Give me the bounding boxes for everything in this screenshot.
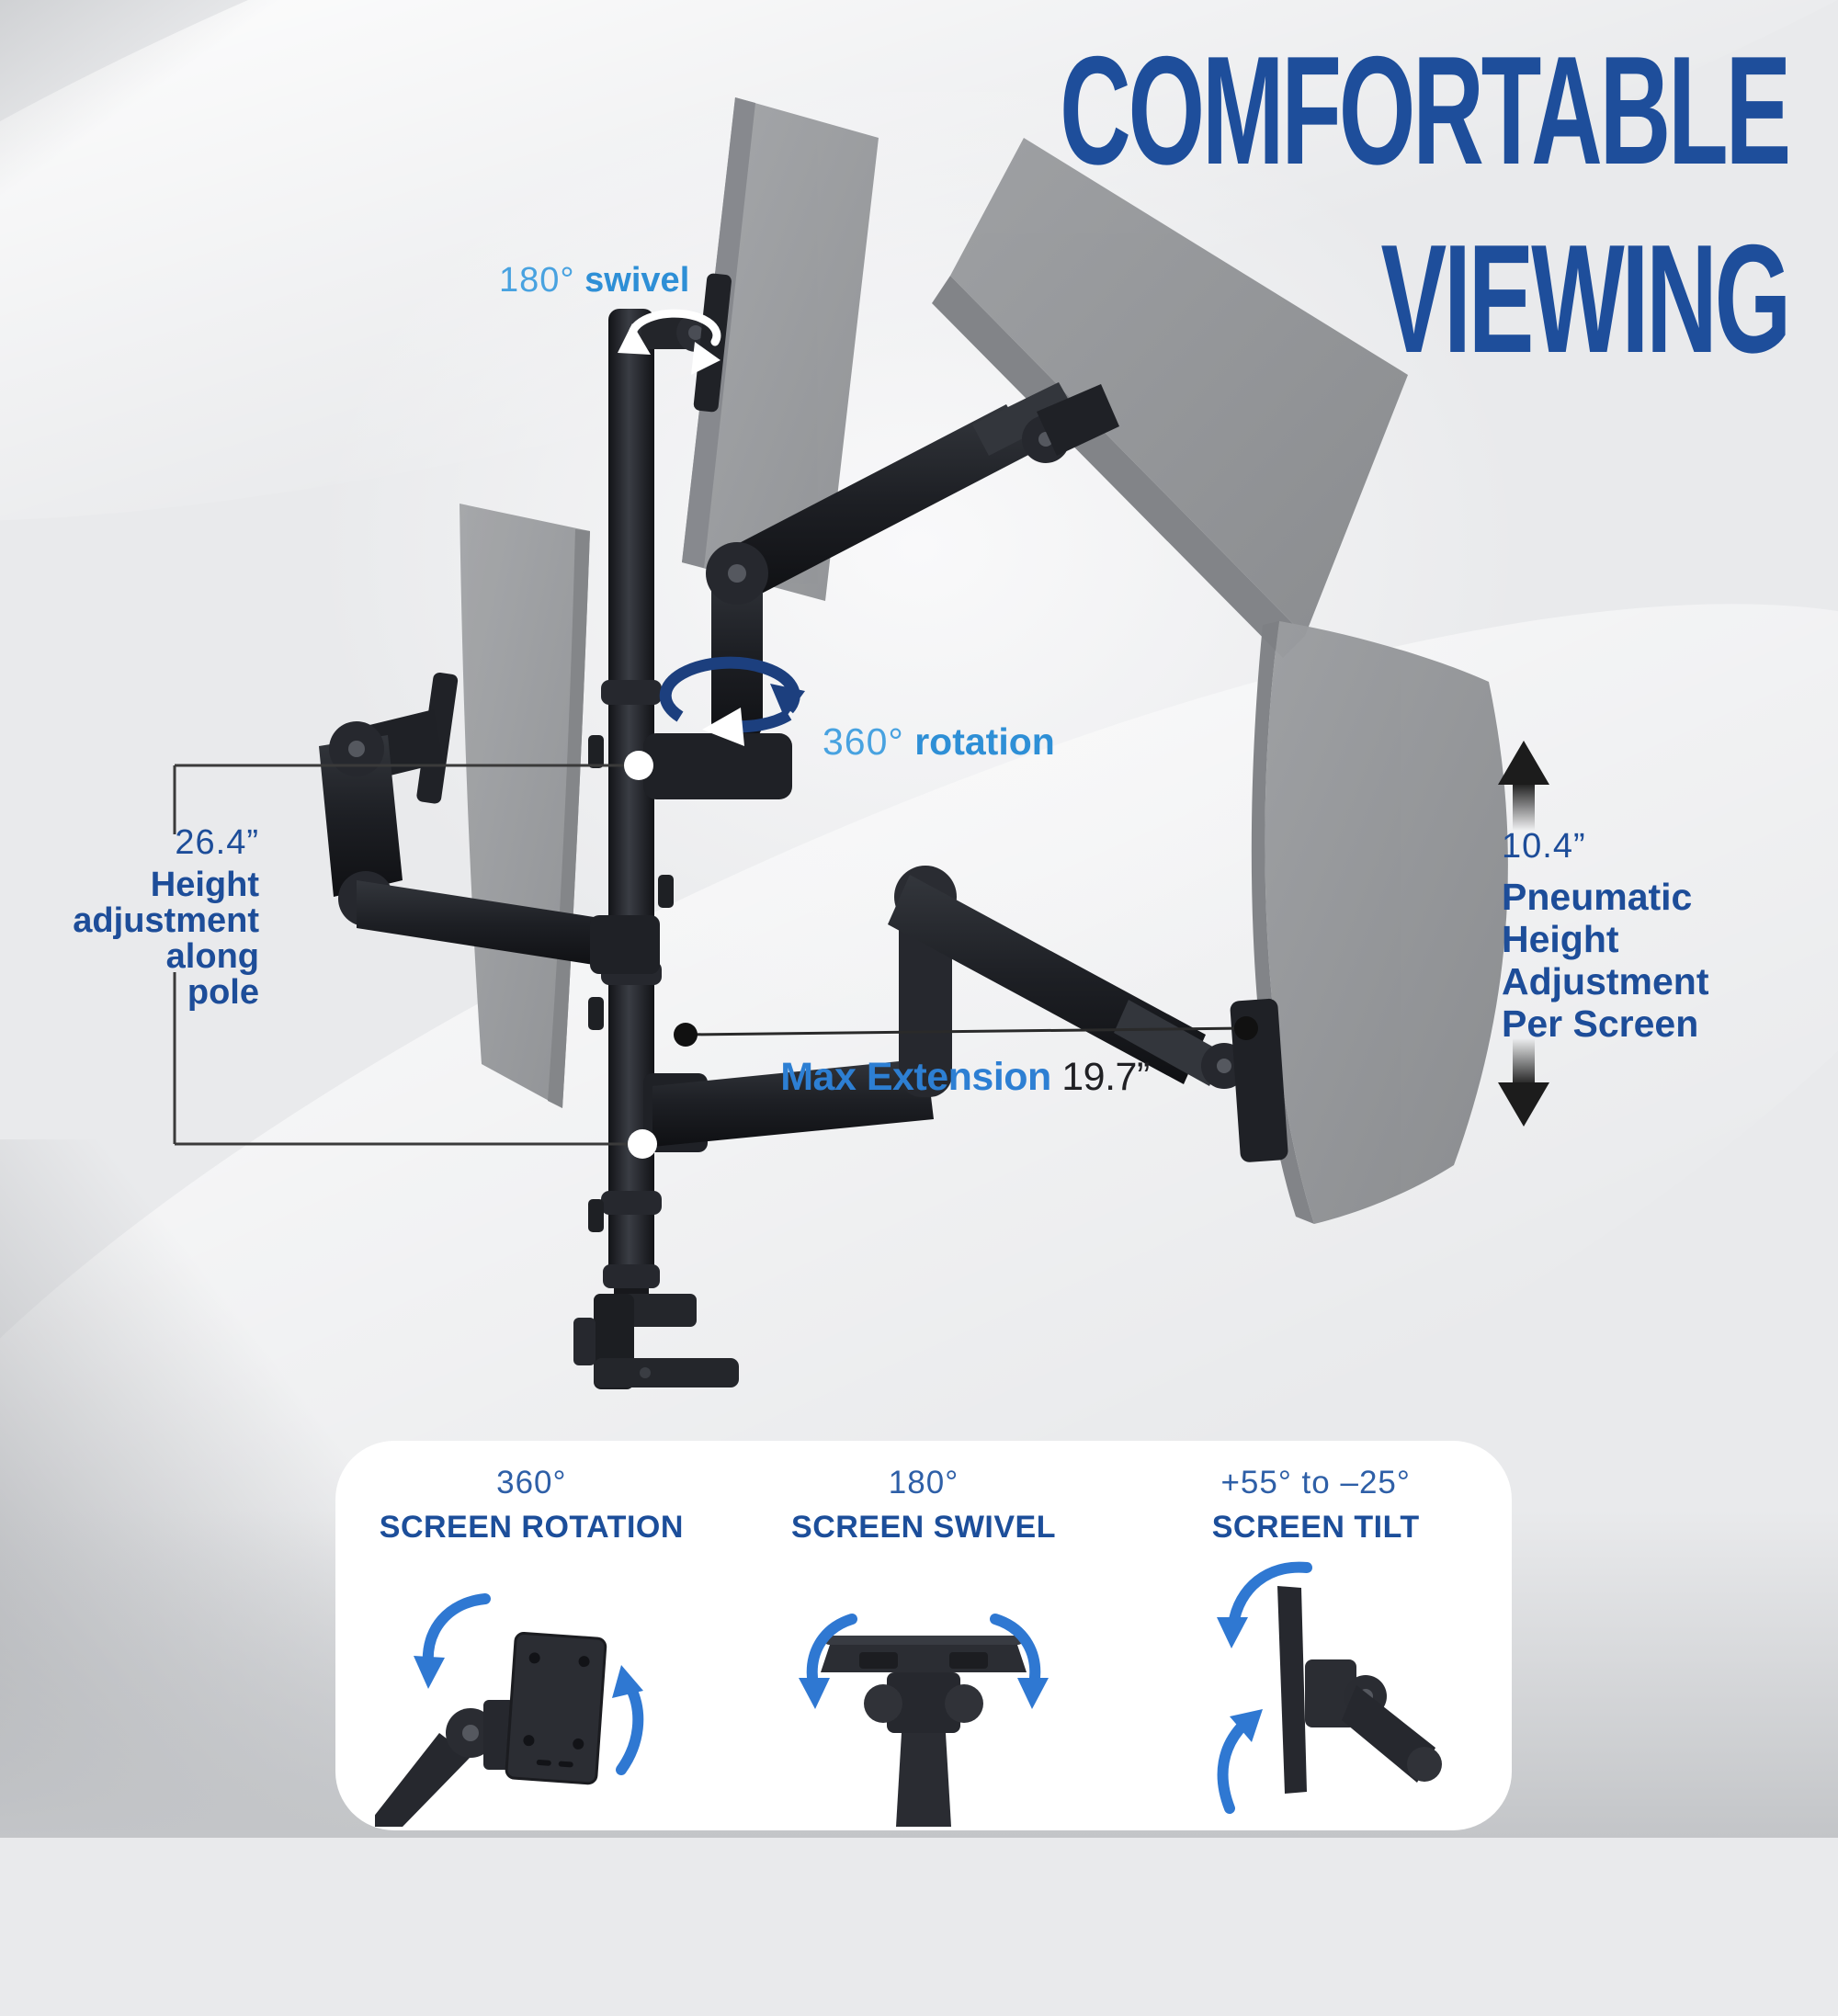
- rotation-label: 360° rotation: [823, 720, 1055, 764]
- pneumatic-line: Pneumatic: [1502, 876, 1693, 918]
- upper-right-arm: [643, 382, 1119, 799]
- swivel-word: swivel: [584, 261, 690, 300]
- top-swivel-joint: [641, 273, 732, 413]
- left-arm: [319, 672, 660, 974]
- screen-rotation-figure: [366, 1593, 644, 1827]
- swivel-arrow-icon: [799, 1614, 1049, 1709]
- max-extension-dot-right: [1234, 1016, 1258, 1040]
- down-arrow-icon: [1498, 1038, 1549, 1127]
- screen-swivel-figure: [799, 1614, 1049, 1827]
- rotation-ring-icon: [659, 656, 805, 746]
- page-title: COMFORTABLE VIEWING: [650, 17, 1791, 393]
- feature-value: 360°: [496, 1465, 567, 1501]
- title-line-1: COMFORTABLE: [1060, 24, 1791, 197]
- tilt-arrow-icon: [1216, 1561, 1312, 1814]
- bracket-dot-bottom: [628, 1129, 657, 1159]
- features-panel: 360° SCREEN ROTATION: [335, 1441, 1512, 1830]
- swivel-label: 180° swivel: [499, 261, 689, 300]
- pole-height-label: 26.4” Height adjustment along pole: [73, 823, 259, 1011]
- feature-value: 180°: [888, 1465, 959, 1501]
- max-extension-value: 19.7”: [1061, 1055, 1150, 1099]
- pole-height-line: pole: [187, 973, 259, 1012]
- max-extension-label: Max Extension 19.7”: [680, 1055, 1250, 1100]
- pole-height-line: along: [165, 937, 259, 976]
- feature-label: SCREEN TILT: [1211, 1510, 1420, 1545]
- max-extension-dot-left: [674, 1023, 698, 1047]
- swivel-value: 180°: [499, 261, 575, 300]
- feature-screen-swivel: 180° SCREEN SWIVEL: [728, 1441, 1120, 1830]
- ghost-monitor-right: [1251, 621, 1508, 1224]
- feature-label: SCREEN ROTATION: [379, 1510, 684, 1545]
- screen-tilt-figure: [1216, 1561, 1442, 1814]
- desk-clamp: [573, 1264, 739, 1389]
- pneumatic-label: 10.4” Pneumatic Height Adjustment Per Sc…: [1502, 827, 1709, 1045]
- pneumatic-line: Per Screen: [1502, 1002, 1699, 1045]
- feature-label: SCREEN SWIVEL: [791, 1510, 1056, 1545]
- pneumatic-value: 10.4”: [1502, 827, 1586, 866]
- ghost-monitor-top-right: [932, 138, 1408, 658]
- pole-height-value: 26.4”: [175, 823, 259, 862]
- feature-screen-tilt: +55° to –25° SCREEN TILT: [1119, 1441, 1512, 1830]
- rotation-value: 360°: [823, 720, 904, 763]
- ghost-monitor-left: [460, 504, 590, 1108]
- pneumatic-line: Adjustment: [1502, 960, 1709, 1002]
- max-extension-line: [685, 1026, 1247, 1036]
- rotation-word: rotation: [914, 720, 1055, 763]
- title-line-2: VIEWING: [1380, 212, 1791, 385]
- rotation-arrow-icon: [414, 1593, 644, 1775]
- height-bracket: [173, 764, 639, 1146]
- bracket-dot-top: [624, 751, 653, 780]
- feature-screen-rotation: 360° SCREEN ROTATION: [335, 1441, 728, 1830]
- monitor-mount-illustration: [173, 97, 1549, 1389]
- feature-value: +55° to –25°: [1220, 1465, 1411, 1501]
- max-extension-word: Max Extension: [780, 1055, 1051, 1099]
- pole-height-line: Height: [150, 866, 259, 904]
- up-arrow-icon: [1498, 741, 1549, 831]
- swivel-ring-icon: [618, 309, 721, 375]
- lower-right-arm: [643, 866, 1288, 1162]
- pneumatic-line: Height: [1502, 918, 1619, 960]
- pole-height-line: adjustment: [73, 901, 259, 940]
